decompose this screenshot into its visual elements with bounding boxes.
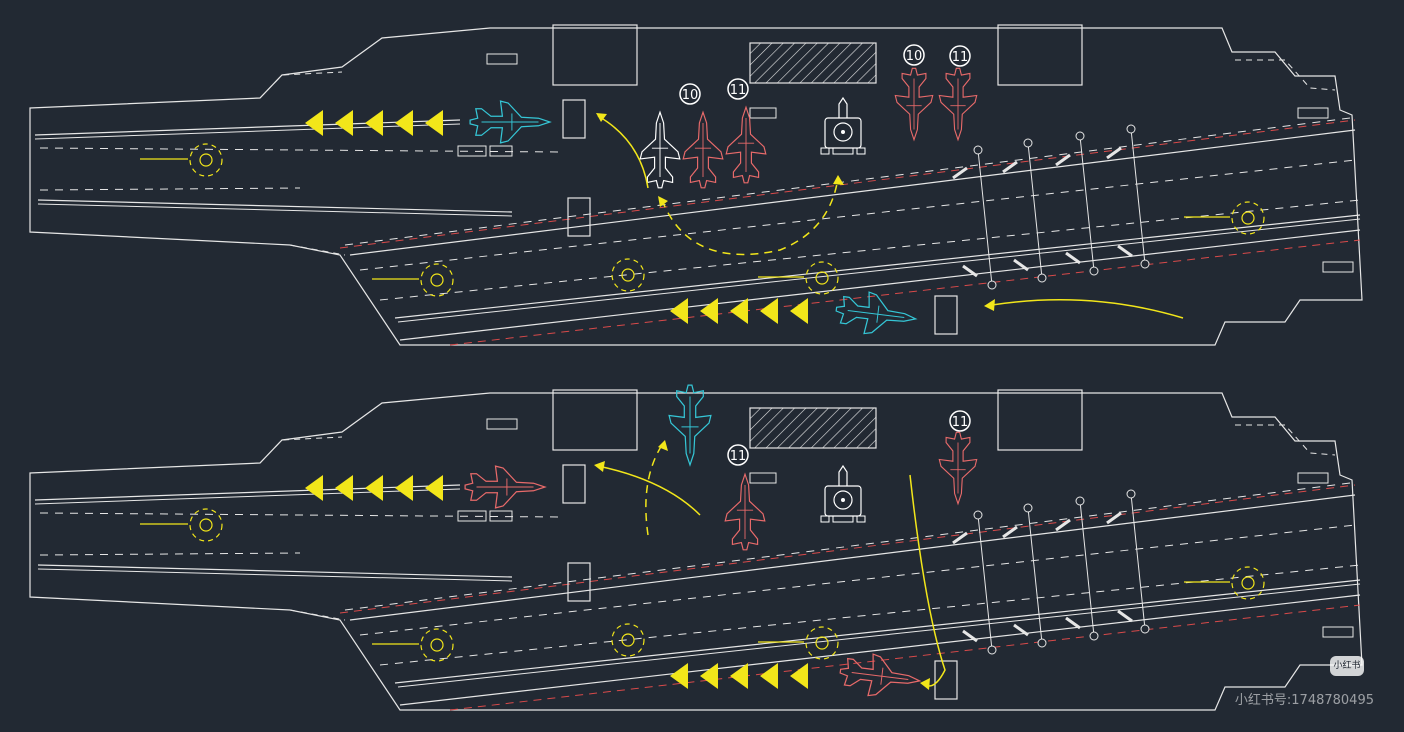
carrier-bottom-panel: 11 11 [28, 384, 1364, 712]
badge: 10 [903, 44, 925, 66]
badge: 11 [949, 410, 971, 432]
badge: 11 [727, 444, 749, 466]
svg-text:10: 10 [906, 49, 923, 64]
watermark-logo: 小红书 [1330, 656, 1364, 676]
jet-red-waist [837, 649, 923, 703]
jet-red-bow [464, 465, 546, 509]
badge: 11 [949, 45, 971, 67]
svg-text:11: 11 [952, 50, 969, 65]
carrier-deck-top [28, 23, 1364, 347]
watermark-text: 小红书号:1748780495 [1234, 693, 1374, 708]
jet-red-parked-3 [894, 67, 934, 141]
jet-red-parked-2 [725, 106, 767, 184]
carrier-top-panel: 10 11 10 11 [28, 23, 1364, 347]
jet-cyan-bow [469, 100, 551, 144]
badge: 10 [679, 83, 701, 105]
jet-red-parked-5 [724, 473, 766, 551]
jet-red-parked-6 [938, 431, 978, 505]
jet-cyan-airborne [668, 384, 712, 466]
jet-cyan-waist [833, 287, 919, 341]
tug-vehicle [820, 465, 866, 523]
tug-vehicle [820, 97, 866, 155]
carrier-deck-bottom [28, 388, 1364, 712]
badge: 11 [727, 78, 749, 100]
jet-red-parked-4 [938, 67, 978, 141]
svg-text:11: 11 [730, 83, 747, 98]
svg-text:10: 10 [682, 88, 699, 103]
svg-text:11: 11 [952, 415, 969, 430]
arrow-head [596, 113, 607, 122]
svg-text:11: 11 [730, 449, 747, 464]
jet-red-parked-1 [682, 111, 724, 189]
